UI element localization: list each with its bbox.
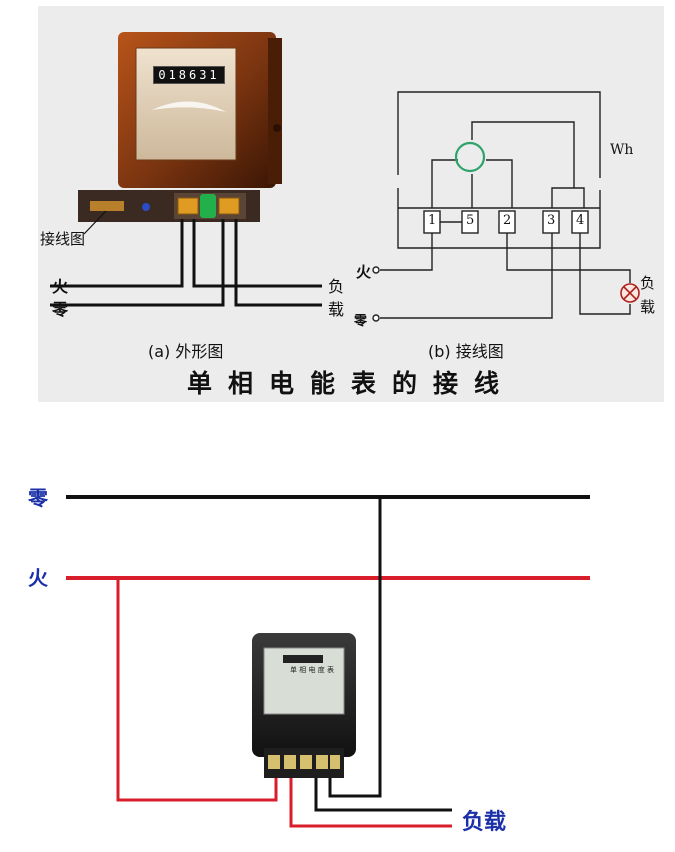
terminal-4: 4 xyxy=(576,213,585,228)
load-label-b-bottom: 载 xyxy=(640,298,656,316)
meter-reading: 018631 xyxy=(153,66,225,84)
caption-a: (a) 外形图 xyxy=(148,342,224,361)
load-label-b-top: 负 xyxy=(640,274,656,292)
meter-exterior xyxy=(78,32,282,235)
caption-b: (b) 接线图 xyxy=(428,342,504,361)
terminal-5: 5 xyxy=(466,213,475,228)
load-label-a-bottom: 载 xyxy=(328,300,345,319)
meter-face-text: 单 相 电 度 表 xyxy=(290,666,334,674)
figure-title: 单相电能表的接线 xyxy=(186,369,515,398)
neutral-label-b: 零 xyxy=(354,314,368,329)
electricity-meter-photo xyxy=(252,633,356,778)
live-label-a: 火 xyxy=(52,277,69,296)
load-label-a-top: 负 xyxy=(328,277,345,296)
terminal-2: 2 xyxy=(503,213,512,228)
terminal-1: 1 xyxy=(428,213,437,228)
wh-label: Wh xyxy=(610,142,634,158)
terminal-3: 3 xyxy=(547,213,556,228)
neutral-label-a: 零 xyxy=(52,300,69,319)
schematic xyxy=(372,91,640,322)
meter-a-wires xyxy=(50,219,322,307)
live-label-b: 火 xyxy=(356,263,372,281)
wiring-diagram-label: 接线图 xyxy=(40,230,86,248)
live-label: 火 xyxy=(28,566,48,590)
neutral-label: 零 xyxy=(28,486,48,510)
load-label: 负载 xyxy=(462,810,507,835)
